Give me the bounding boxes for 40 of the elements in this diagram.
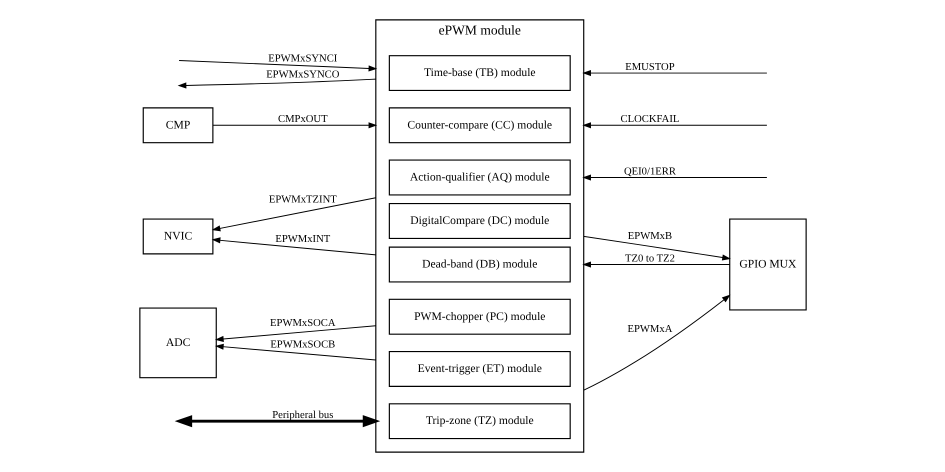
edge-label: CMPxOUT	[278, 114, 328, 126]
node-box: NVIC	[142, 218, 213, 254]
arrow	[211, 237, 376, 256]
edge-label: EPWMxSYNCI	[268, 53, 337, 64]
arrow	[582, 236, 730, 260]
arrow	[582, 261, 730, 268]
edge-label: TZ0 to TZ2	[624, 253, 674, 264]
arrow	[214, 325, 376, 342]
node-box: GPIO MUX	[728, 218, 806, 311]
node-box: Time-base (TB) module	[388, 55, 570, 92]
node-box: PWM-chopper (PC) module	[388, 298, 570, 335]
node-box: Dead-band (DB) module	[388, 246, 570, 283]
edge-label: EPWMxSOCA	[270, 318, 336, 330]
arrow	[582, 174, 767, 181]
arrow	[178, 60, 377, 72]
node-box: ADC	[138, 307, 216, 378]
arrow	[212, 122, 377, 128]
arrow	[211, 197, 376, 232]
edge-label: EPWMxB	[627, 231, 672, 242]
node-box: CMP	[142, 107, 213, 144]
arrow	[582, 70, 767, 76]
arrow	[177, 78, 376, 89]
arrow	[214, 344, 376, 360]
node-box: Counter-compare (CC) module	[388, 107, 570, 144]
node-box: Event-trigger (ET) module	[388, 350, 570, 387]
edge-label: EPWMxSOCB	[270, 339, 335, 350]
node-box: Action-qualifier (AQ) module	[388, 160, 570, 196]
edge-label: EPWMxINT	[274, 234, 330, 246]
node-box: Trip-zone (TZ) module	[388, 403, 570, 440]
edge-label: EPWMxA	[627, 324, 672, 336]
edge-label: QEI0/1ERR	[623, 166, 676, 178]
edge-label: EMUSTOP	[624, 62, 674, 73]
edge-label: EPWMxTZINT	[268, 194, 336, 206]
edge-label: CLOCKFAIL	[620, 114, 679, 126]
arrow	[582, 294, 730, 391]
edge-label: EPWMxSYNCO	[266, 70, 339, 81]
node-box: DigitalCompare (DC) module	[388, 203, 570, 239]
edge-label: Peripheral bus	[272, 410, 333, 422]
arrow	[582, 122, 767, 128]
arrow	[174, 415, 380, 428]
